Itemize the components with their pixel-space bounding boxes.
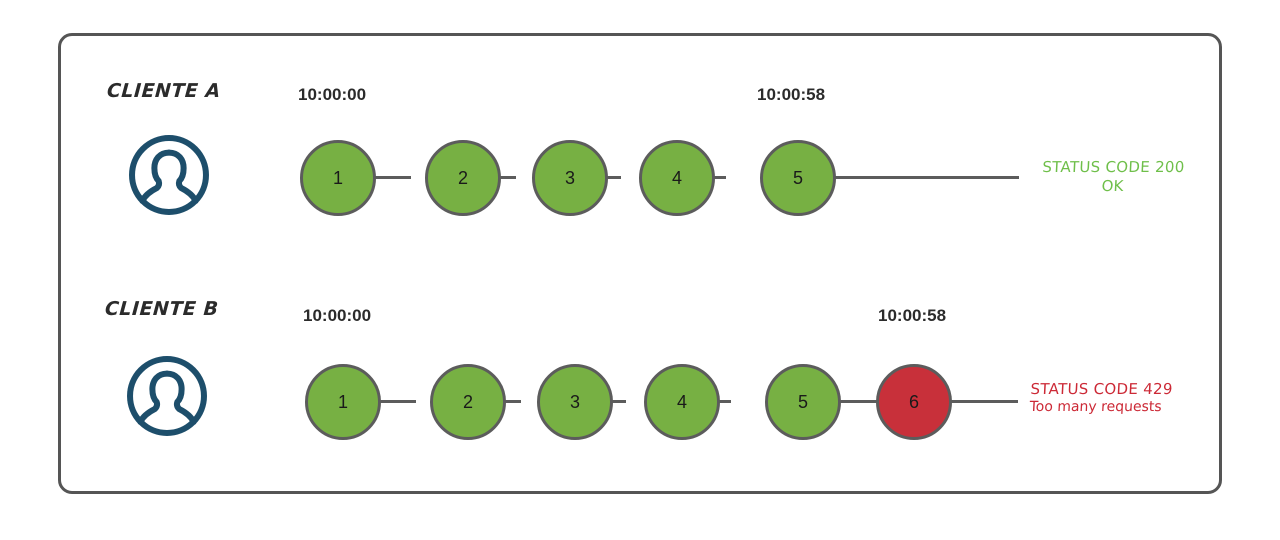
request-node-label: 6 — [908, 391, 919, 412]
chain-tail — [950, 400, 1018, 403]
request-node[interactable]: 3 — [537, 364, 613, 440]
request-node-label: 1 — [337, 391, 348, 412]
status-badge-a: STATUS CODE 200 OK — [1027, 158, 1199, 196]
status-code-line: STATUS CODE 429 — [1030, 380, 1174, 398]
status-badge-b: STATUS CODE 429 Too many requests — [1029, 380, 1231, 416]
request-node[interactable]: 3 — [532, 140, 608, 216]
request-node[interactable]: 2 — [425, 140, 501, 216]
client-label-a: CLIENTE A — [106, 80, 222, 102]
client-label-b: CLIENTE B — [104, 298, 220, 320]
request-node-label: 2 — [457, 167, 468, 188]
request-node[interactable]: 5 — [760, 140, 836, 216]
request-node-label: 2 — [462, 391, 473, 412]
diagram-frame — [58, 33, 1222, 494]
request-node-label: 3 — [569, 391, 580, 412]
timestamp-start-b: 10:00:00 — [303, 306, 372, 325]
request-node-label: 1 — [332, 167, 343, 188]
connector — [375, 176, 411, 179]
status-message-line: OK — [1101, 176, 1124, 195]
timestamp-end-a: 10:00:58 — [757, 85, 826, 104]
request-node[interactable]: 4 — [639, 140, 715, 216]
request-node[interactable]: 4 — [644, 364, 720, 440]
request-node[interactable]: 5 — [765, 364, 841, 440]
request-node-label: 5 — [792, 167, 803, 188]
connector — [380, 400, 416, 403]
timestamp-start-a: 10:00:00 — [298, 85, 367, 104]
chain-tail — [833, 176, 1019, 179]
request-node[interactable]: 2 — [430, 364, 506, 440]
request-node-label: 4 — [671, 167, 682, 188]
request-node[interactable]: 1 — [305, 364, 381, 440]
timestamp-end-b: 10:00:58 — [878, 306, 947, 325]
request-node-error[interactable]: 6 — [876, 364, 952, 440]
request-node[interactable]: 1 — [300, 140, 376, 216]
user-avatar-icon — [126, 132, 212, 218]
status-code-line: STATUS CODE 200 — [1041, 158, 1186, 176]
status-message-line: Too many requests — [1029, 398, 1163, 415]
request-node-label: 5 — [797, 391, 808, 412]
connector — [838, 400, 882, 403]
request-node-label: 4 — [676, 391, 687, 412]
request-node-label: 3 — [564, 167, 575, 188]
user-avatar-icon — [124, 353, 210, 439]
